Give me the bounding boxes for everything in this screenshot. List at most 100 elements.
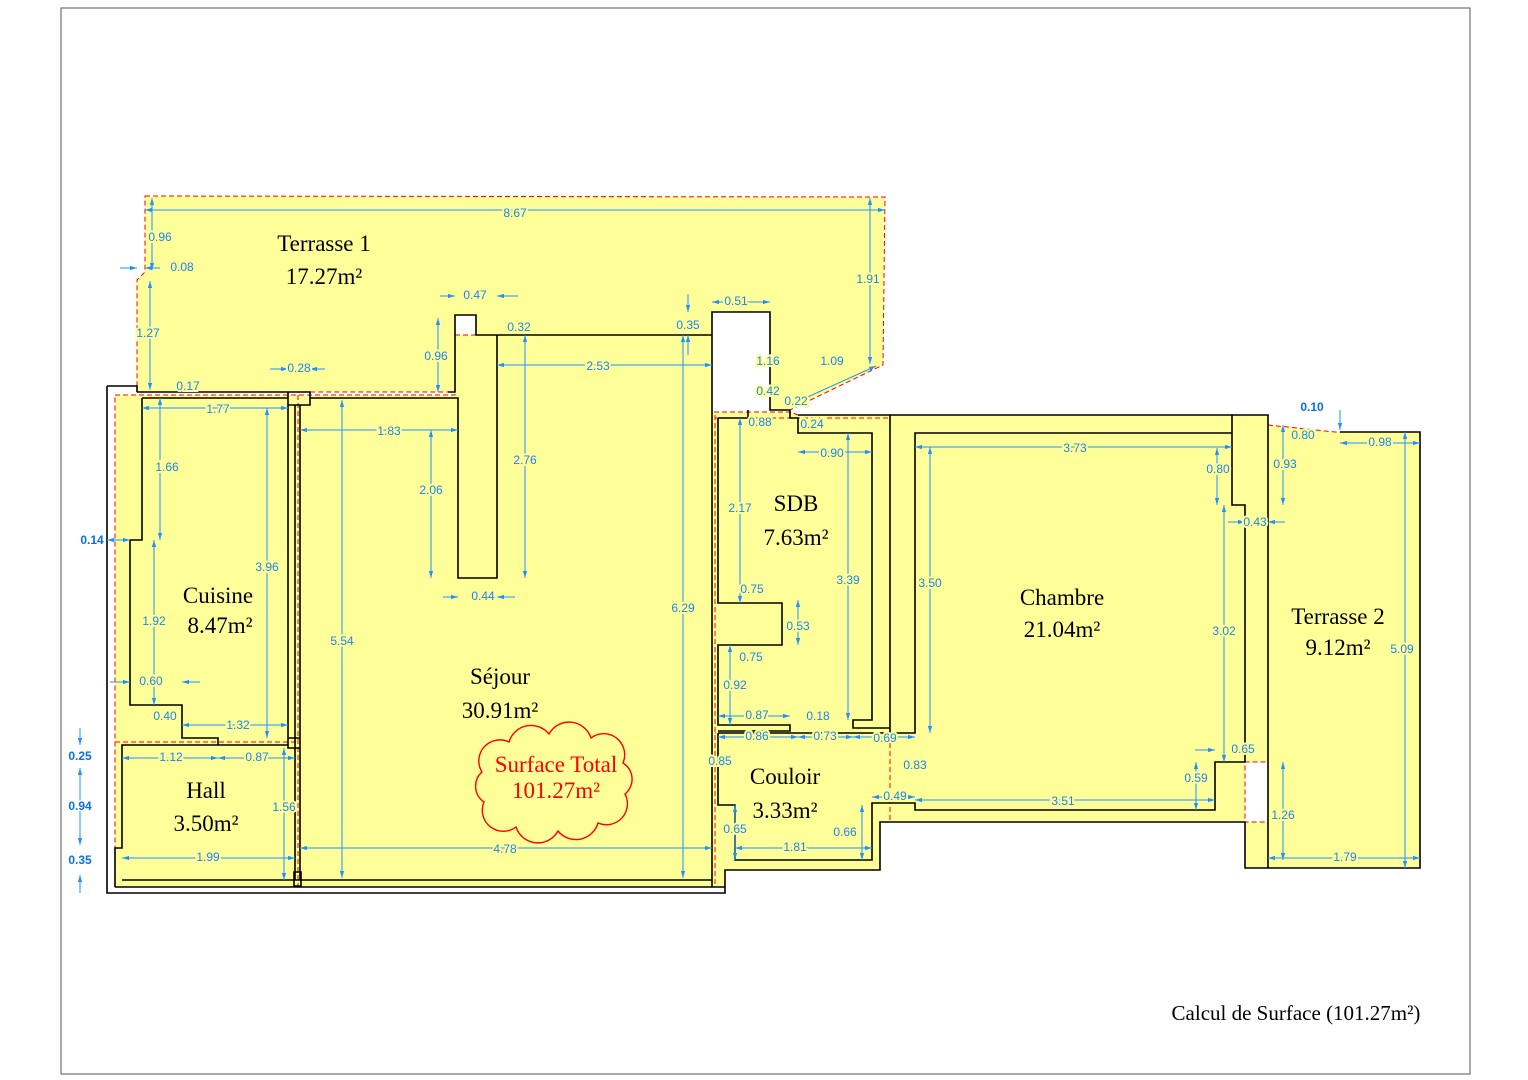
- dimension-label: 0.92: [723, 678, 747, 692]
- dimension-label: 0.42: [756, 384, 780, 398]
- room-area-sejour: 30.91m²: [462, 698, 539, 723]
- dimension-label: 0.75: [739, 650, 763, 664]
- dimension-label: 0.90: [820, 446, 844, 460]
- dimension-label: 0.98: [1368, 435, 1392, 449]
- dimension-label: 0.87: [245, 750, 269, 764]
- dimension-label: 3.39: [836, 573, 860, 587]
- dimension-label: 6.29: [671, 601, 695, 615]
- dimension-label: 3.96: [255, 560, 279, 574]
- dimension-label: 2.76: [513, 453, 537, 467]
- dimension-label: 1.66: [155, 460, 179, 474]
- dimension-label: 0.43: [1243, 515, 1267, 529]
- outer-dimension-label: 0.35: [68, 853, 92, 867]
- room-name-hall: Hall: [186, 778, 226, 803]
- room-area-sdb: 7.63m²: [763, 525, 828, 550]
- dimension-label: 2.53: [586, 359, 610, 373]
- drawing-frame: [60, 7, 1471, 1075]
- dimension-label: 2.06: [419, 483, 443, 497]
- dimension-label: 0.18: [806, 709, 830, 723]
- outer-dimension-label: 0.14: [80, 533, 104, 547]
- dimension-label: 0.65: [723, 822, 747, 836]
- dimension-label: 0.51: [724, 294, 748, 308]
- walls: [106, 311, 1421, 894]
- outer-dimension-label: 0.10: [1300, 400, 1324, 414]
- dimension-label: 1.81: [783, 840, 807, 854]
- dimension-label: 0.87: [745, 708, 769, 722]
- dimension-label: 1.79: [1333, 850, 1357, 864]
- dimension-label: 0.96: [148, 230, 172, 244]
- room-name-terrasse-1: Terrasse 1: [277, 231, 371, 256]
- dimension-label: 0.49: [883, 789, 907, 803]
- room-name-sdb: SDB: [774, 491, 819, 516]
- dimension-label: 0.32: [507, 320, 531, 334]
- outer-dimension-label: 0.94: [68, 799, 92, 813]
- dimension-label: 0.80: [1206, 462, 1230, 476]
- dimension-label: 0.60: [139, 674, 163, 688]
- surface-total-callout: Surface Total 101.27m²: [474, 721, 633, 844]
- dimension-label: 0.40: [153, 709, 177, 723]
- dimension-label: 1.26: [1271, 808, 1295, 822]
- dimension-label: 0.88: [748, 415, 772, 429]
- dimension-label: 0.28: [287, 361, 311, 375]
- dimension-label: 1.09: [820, 354, 844, 368]
- dimension-label: 0.08: [170, 260, 194, 274]
- dimension-labels: 8.67 0.96 0.08 1.27 0.17 0.28 0.47 0.32 …: [134, 204, 1416, 866]
- dimension-lines: [77, 198, 1420, 893]
- room-name-terrasse-2: Terrasse 2: [1291, 604, 1385, 629]
- main-building-fill: [115, 335, 1268, 887]
- dimension-label: 0.65: [1231, 742, 1255, 756]
- dimension-label: 1.99: [196, 850, 220, 864]
- dimension-label: 2.17: [728, 501, 752, 515]
- dimension-label: 1.92: [142, 614, 166, 628]
- room-name-couloir: Couloir: [750, 764, 821, 789]
- dimension-label: 0.85: [708, 754, 732, 768]
- dimension-label: 0.35: [676, 318, 700, 332]
- room-area-chambre: 21.04m²: [1024, 617, 1101, 642]
- dimension-label: 1.91: [856, 272, 880, 286]
- room-fills: [115, 196, 1420, 887]
- dimension-label: 8.67: [503, 206, 527, 220]
- dimension-label: 0.93: [1273, 457, 1297, 471]
- dimension-label: 1.16: [756, 354, 780, 368]
- dimension-label: 5.54: [330, 634, 354, 648]
- terrasse-1-fill: [137, 196, 885, 410]
- drawing-caption: Calcul de Surface (101.27m²): [1172, 1001, 1421, 1025]
- dimension-label: 0.44: [471, 589, 495, 603]
- revision-cloud: [474, 721, 633, 844]
- room-name-sejour: Séjour: [470, 664, 530, 689]
- dimension-label: 3.50: [918, 576, 942, 590]
- dimension-label: 0.22: [784, 394, 808, 408]
- dimension-label: 0.47: [463, 288, 487, 302]
- dimension-label: 3.51: [1051, 794, 1075, 808]
- room-labels: Terrasse 1 17.27m² Cuisine 8.47m² Séjour…: [173, 231, 1384, 836]
- dimension-label: 0.17: [176, 379, 200, 393]
- dimension-label: 0.53: [786, 619, 810, 633]
- dimension-label: 0.83: [903, 758, 927, 772]
- surface-total-label: Surface Total: [495, 752, 618, 777]
- room-area-terrasse-2: 9.12m²: [1305, 635, 1370, 660]
- dimension-label: 0.86: [745, 729, 769, 743]
- dimension-label: 1.12: [159, 750, 183, 764]
- dimension-label: 0.80: [1291, 428, 1315, 442]
- room-name-cuisine: Cuisine: [183, 583, 253, 608]
- dimension-label: 0.59: [1184, 771, 1208, 785]
- dimension-label: 0.66: [833, 825, 857, 839]
- dimension-label: 1.77: [206, 402, 230, 416]
- dimension-label: 3.02: [1212, 624, 1236, 638]
- dimension-label: 0.75: [740, 582, 764, 596]
- room-area-couloir: 3.33m²: [752, 798, 817, 823]
- room-area-cuisine: 8.47m²: [187, 613, 252, 638]
- dimension-label: 0.69: [873, 731, 897, 745]
- room-area-hall: 3.50m²: [173, 811, 238, 836]
- dimension-label: 0.24: [800, 417, 824, 431]
- outer-dimension-labels: 0.14 0.25 0.94 0.35 0.10: [67, 399, 1326, 869]
- outer-dimension-label: 0.25: [68, 749, 92, 763]
- room-name-chambre: Chambre: [1020, 585, 1104, 610]
- room-area-terrasse-1: 17.27m²: [286, 264, 363, 289]
- dimension-label: 1.83: [377, 424, 401, 438]
- dimension-line: [789, 365, 877, 406]
- dimension-label: 5.09: [1390, 642, 1414, 656]
- dimension-label: 3.73: [1063, 441, 1087, 455]
- dimension-label: 0.96: [424, 349, 448, 363]
